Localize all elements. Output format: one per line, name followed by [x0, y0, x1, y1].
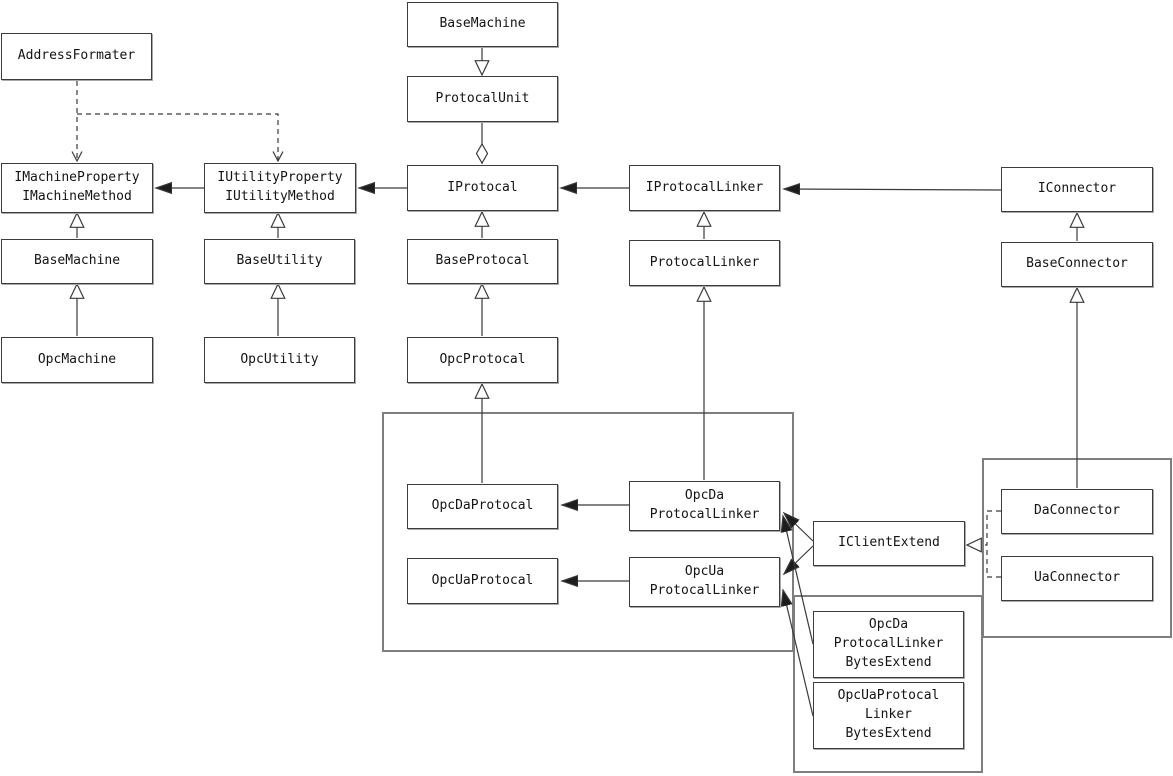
class-box-protocal-linker: ProtocalLinker	[629, 240, 780, 286]
class-box-iutility-interface: IUtilityProperty IUtilityMethod	[204, 163, 356, 213]
class-box-opc-utility: OpcUtility	[204, 337, 355, 383]
class-box-iclient-extend: IClientExtend	[813, 521, 965, 566]
class-box-base-machine-left: BaseMachine	[1, 239, 153, 284]
class-box-iprotocal: IProtocal	[407, 165, 558, 211]
class-box-opc-ua-protocal-linker: OpcUa ProtocalLinker	[629, 557, 780, 607]
class-box-opc-ua-protocal: OpcUaProtocal	[407, 558, 558, 604]
class-box-base-protocal: BaseProtocal	[407, 239, 558, 284]
class-box-ua-connector: UaConnector	[1001, 556, 1153, 601]
class-box-opc-machine: OpcMachine	[1, 337, 153, 383]
edge-assoc-opcdabytes-opcdalinker	[783, 516, 814, 645]
class-box-da-connector: DaConnector	[1001, 489, 1153, 534]
edge-assoc-iclientextend-opcualinker	[784, 545, 814, 574]
edge-real-uaconnector-iclientextend	[986, 546, 1001, 578]
class-box-address-formater: AddressFormater	[1, 33, 152, 80]
class-box-base-machine-top: BaseMachine	[407, 2, 558, 47]
edge-dep-addressformater-iutility	[77, 113, 278, 161]
class-box-iprotocal-linker: IProtocalLinker	[629, 165, 780, 211]
group-opc-protocal-linkers	[382, 412, 794, 652]
class-box-base-connector: BaseConnector	[1001, 242, 1153, 287]
group-bytes-extend	[793, 595, 983, 773]
class-box-iconnector: IConnector	[1001, 167, 1153, 212]
class-box-opc-da-protocal: OpcDaProtocal	[407, 484, 558, 529]
class-box-protocal-unit: ProtocalUnit	[407, 76, 558, 122]
edge-assoc-opcuabytes-opcualinker	[783, 590, 814, 717]
class-box-opc-da-protocal-linker: OpcDa ProtocalLinker	[629, 481, 780, 531]
class-box-opc-ua-protocal-linker-bytes-extend: OpcUaProtocal Linker BytesExtend	[813, 682, 964, 749]
class-box-imachine-interface: IMachineProperty IMachineMethod	[1, 163, 153, 213]
edge-real-daconnector-iclientextend	[967, 510, 1001, 545]
class-box-opc-da-protocal-linker-bytes-extend: OpcDa ProtocalLinker BytesExtend	[813, 611, 964, 678]
class-box-opc-protocal: OpcProtocal	[407, 337, 558, 383]
class-box-base-utility: BaseUtility	[204, 239, 355, 284]
edge-assoc-iconnector-iprotocallinker	[784, 189, 1002, 190]
